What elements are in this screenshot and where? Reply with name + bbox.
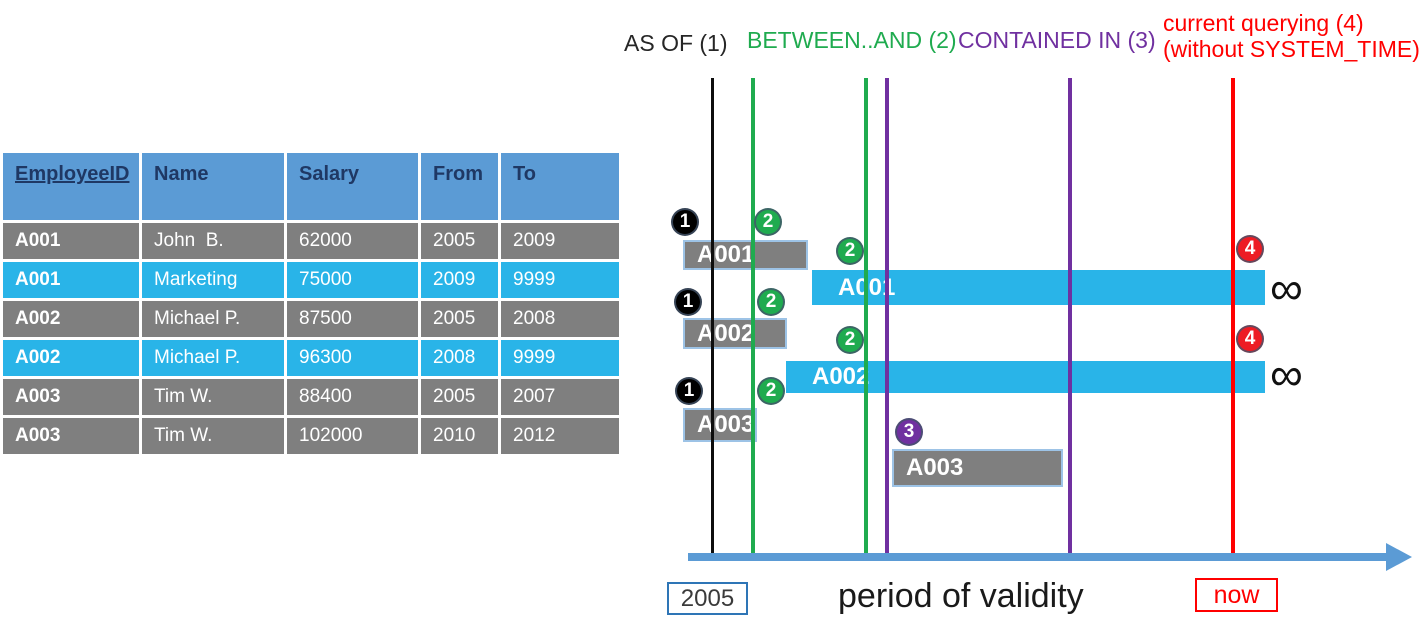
table-cell: 102000 (287, 418, 418, 454)
column-header-name: Name (142, 153, 284, 220)
table-cell: 2005 (421, 223, 498, 259)
contained-start-line (885, 78, 889, 557)
badge-4: 4 (1236, 325, 1264, 353)
table-cell: 2005 (421, 379, 498, 415)
employee-table: EmployeeID Name Salary From To A001 John… (3, 153, 619, 454)
as-of-line (711, 78, 714, 557)
contained-end-line (1068, 78, 1072, 557)
period-bar-a003-second: A003 (892, 449, 1063, 487)
table-cell: 2007 (501, 379, 619, 415)
table-cell: A001 (3, 223, 139, 259)
table-cell: 88400 (287, 379, 418, 415)
bar-label: A003 (906, 454, 964, 481)
table-cell: 2008 (501, 301, 619, 337)
period-bar-a003-old: A003 (683, 408, 757, 442)
bar-label: A001 (697, 241, 755, 268)
table-cell: John B. (142, 223, 284, 259)
table-cell: 2012 (501, 418, 619, 454)
between-start-line (751, 78, 755, 557)
badge-2: 2 (836, 326, 864, 354)
table-cell: 9999 (501, 340, 619, 376)
column-header-to: To (501, 153, 619, 220)
time-axis-arrowhead-icon (1386, 543, 1412, 571)
legend-contained-in: CONTAINED IN (3) (958, 27, 1156, 53)
table-cell: 75000 (287, 262, 418, 298)
legend-current-querying: current querying (4) (without SYSTEM_TIM… (1163, 10, 1420, 62)
table-cell: Michael P. (142, 301, 284, 337)
axis-now-box: now (1195, 578, 1278, 612)
badge-2: 2 (757, 288, 785, 316)
table-cell: Michael P. (142, 340, 284, 376)
legend-as-of: AS OF (1) (624, 30, 728, 56)
table-cell: A002 (3, 340, 139, 376)
bar-label: A003 (697, 411, 755, 438)
table-cell: 2009 (501, 223, 619, 259)
badge-1: 1 (674, 288, 702, 316)
badge-2: 2 (836, 237, 864, 265)
period-bar-a001-old: A001 (683, 240, 808, 270)
now-line (1231, 78, 1235, 557)
period-bar-a001-current: A001 (812, 270, 1265, 305)
table-cell: 2008 (421, 340, 498, 376)
table-cell: 96300 (287, 340, 418, 376)
bar-label: A002 (812, 363, 870, 390)
legend-current-querying-line1: current querying (4) (1163, 10, 1364, 36)
table-cell: 2005 (421, 301, 498, 337)
badge-2: 2 (757, 377, 785, 405)
bar-label: A001 (812, 274, 895, 302)
badge-4: 4 (1236, 235, 1264, 263)
table-cell: 2010 (421, 418, 498, 454)
table-cell: A002 (3, 301, 139, 337)
period-bar-a002-old: A002 (683, 318, 787, 349)
column-header-salary: Salary (287, 153, 418, 220)
between-end-line (864, 78, 868, 557)
legend-between-and: BETWEEN..AND (2) (747, 27, 957, 53)
column-header-from: From (421, 153, 498, 220)
badge-1: 1 (671, 208, 699, 236)
table-cell: 9999 (501, 262, 619, 298)
period-bar-a002-current: A002 (786, 361, 1265, 393)
axis-start-year-box: 2005 (667, 582, 748, 615)
table-cell: A001 (3, 262, 139, 298)
table-cell: A003 (3, 379, 139, 415)
infinity-icon: ∞ (1270, 262, 1303, 314)
time-axis (688, 553, 1386, 561)
column-header-employeeid: EmployeeID (3, 153, 139, 220)
infinity-icon: ∞ (1270, 348, 1303, 400)
badge-3: 3 (895, 418, 923, 446)
badge-2: 2 (754, 208, 782, 236)
table-cell: 62000 (287, 223, 418, 259)
badge-1: 1 (675, 377, 703, 405)
table-cell: 2009 (421, 262, 498, 298)
table-cell: Tim W. (142, 379, 284, 415)
table-cell: 87500 (287, 301, 418, 337)
axis-title: period of validity (838, 577, 1084, 615)
table-cell: A003 (3, 418, 139, 454)
legend-current-querying-line2: (without SYSTEM_TIME) (1163, 36, 1420, 62)
table-cell: Marketing (142, 262, 284, 298)
bar-label: A002 (697, 319, 755, 347)
table-cell: Tim W. (142, 418, 284, 454)
